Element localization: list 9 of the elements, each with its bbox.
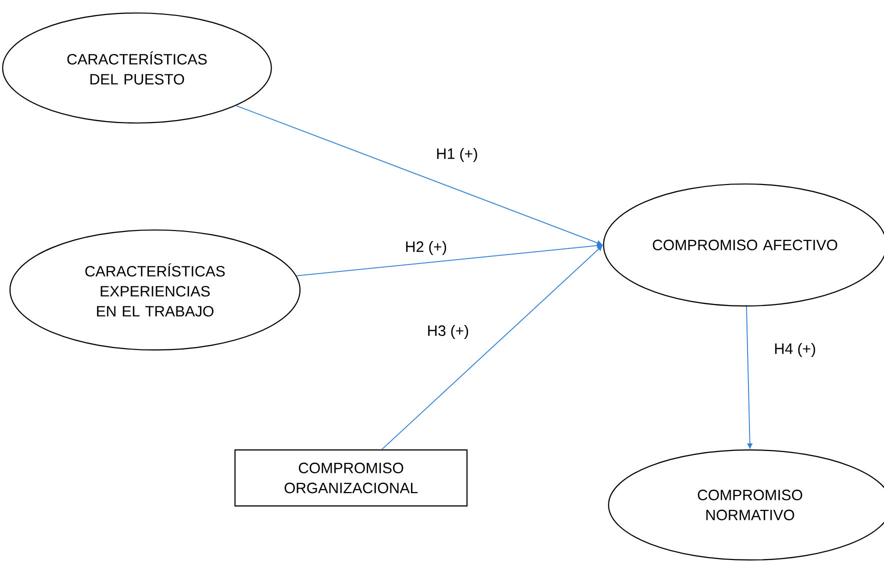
arrow [236, 105, 602, 246]
arrow [381, 246, 602, 450]
edge-label: H1 (+) [434, 147, 480, 163]
arrow [746, 306, 752, 448]
arrow [296, 243, 602, 276]
edge-label: H2 (+) [404, 240, 448, 256]
edge-label: H3 (+) [426, 324, 470, 340]
concept-box: COMPROMISO ORGANIZACIONAL [234, 449, 468, 507]
edge-label: H4 (+) [772, 342, 818, 358]
